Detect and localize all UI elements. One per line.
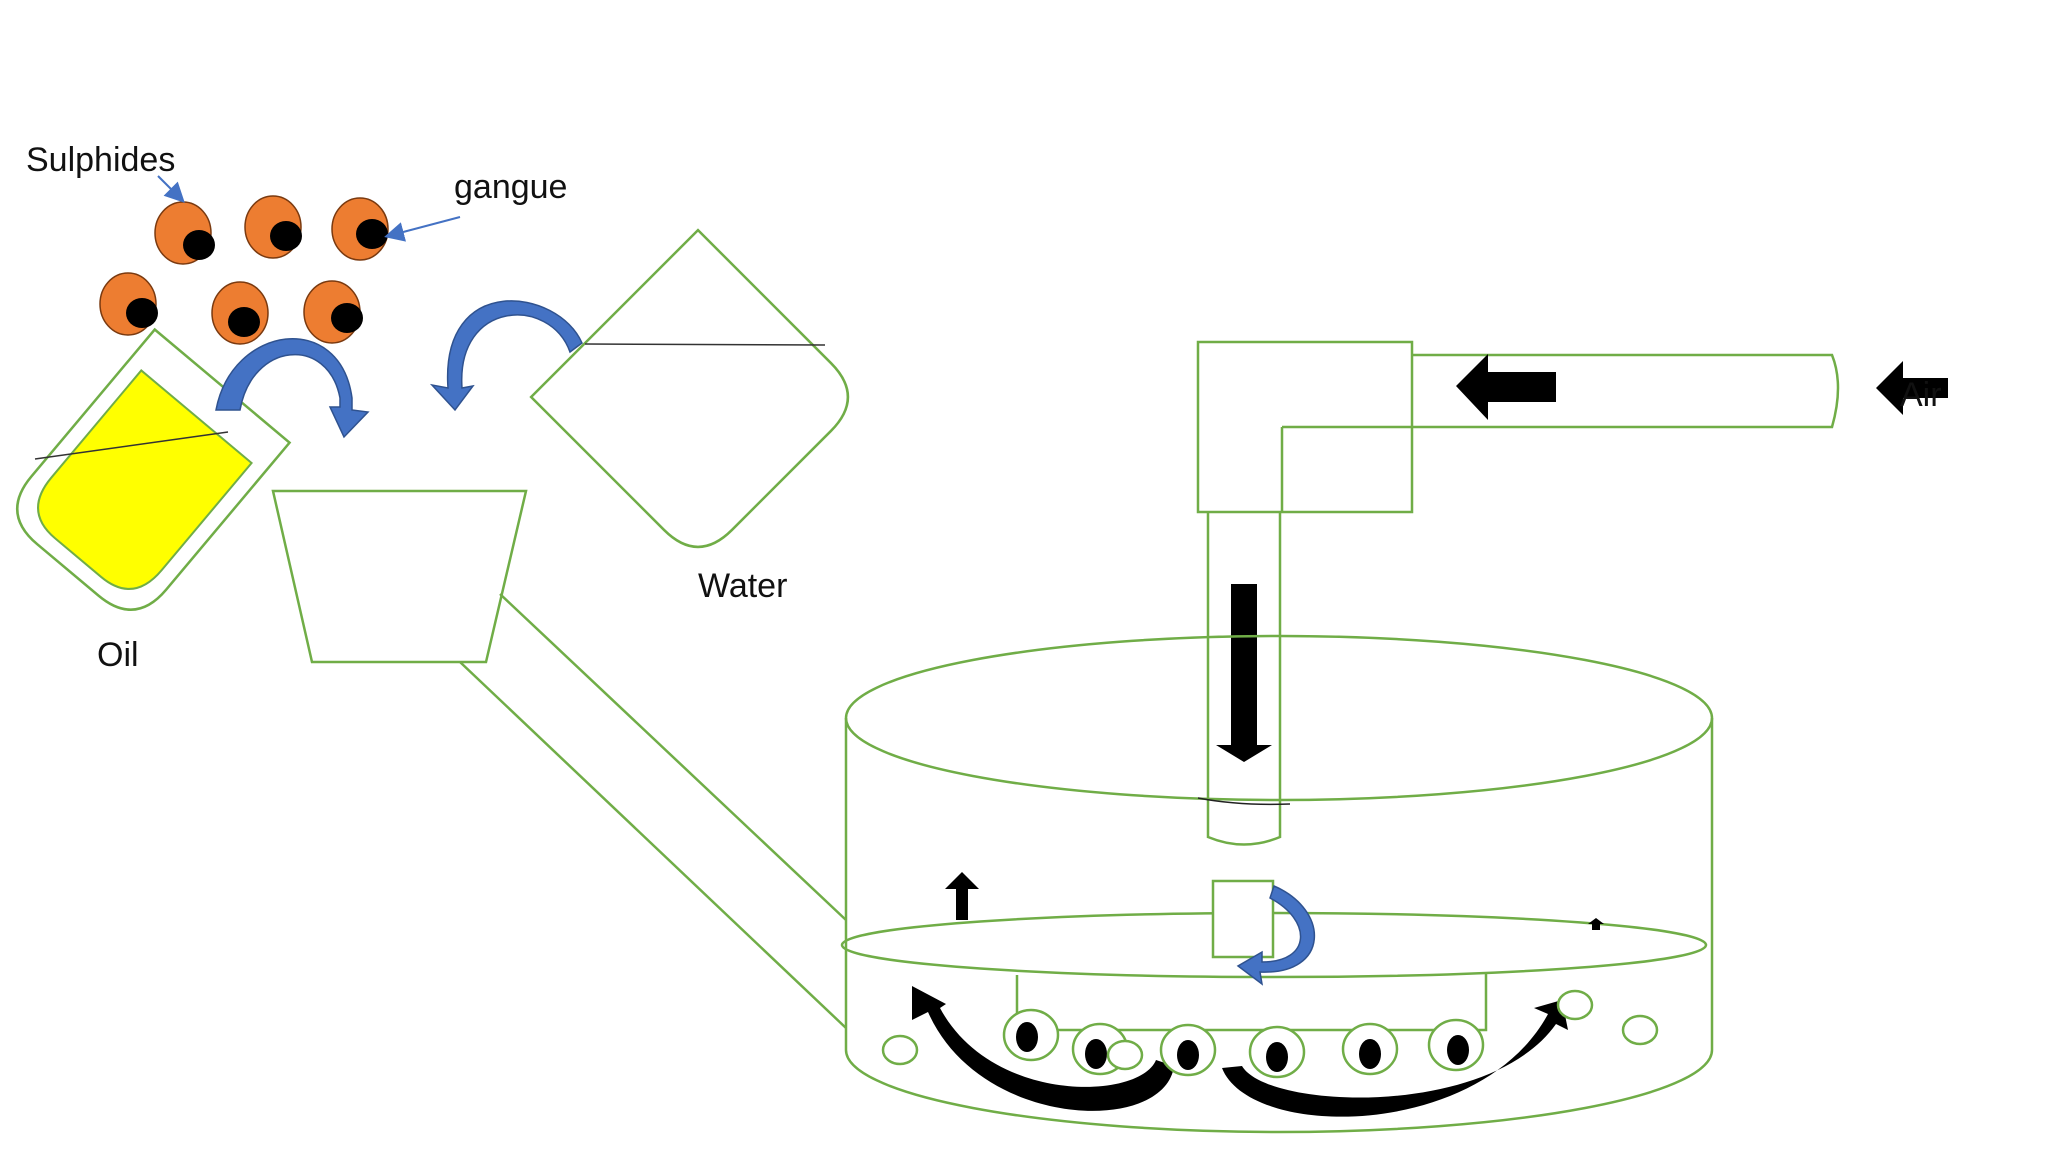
bubble-particle <box>1002 1008 1060 1062</box>
bubble-particle <box>1427 1018 1485 1072</box>
circulation-arrow-left <box>912 986 1174 1111</box>
sulphides-pointer <box>157 175 185 203</box>
gangue-pointer <box>384 216 461 242</box>
oil-level-line <box>34 431 229 460</box>
stirrer-box <box>1211 879 1275 959</box>
sulphides-label: Sulphides <box>26 141 176 179</box>
ore-particle <box>331 197 389 261</box>
blue-curved-arrow-water <box>429 300 583 412</box>
air-pipe <box>1196 340 1840 846</box>
air-arrow-right <box>1876 361 1948 415</box>
gangue-label: gangue <box>454 168 568 206</box>
feed-hopper <box>271 489 528 664</box>
bubble-particle <box>1248 1025 1306 1079</box>
bubble-particle <box>1159 1023 1217 1077</box>
ore-particle <box>211 281 269 345</box>
chute-upper-edge <box>499 593 847 921</box>
water-level-line <box>584 343 826 346</box>
water-beaker <box>529 228 850 549</box>
oil-label: Oil <box>97 636 139 674</box>
air-label: Air <box>1900 376 1942 414</box>
air-arrow-left <box>1456 354 1556 420</box>
ore-particle <box>99 272 158 336</box>
bubbles-with-particles <box>1002 1008 1485 1079</box>
stirrer-rotation-arrow <box>1236 884 1315 986</box>
empty-bubbles <box>881 989 1659 1071</box>
bubble-particle <box>1341 1022 1399 1076</box>
ore-particles <box>99 195 389 345</box>
ore-particle <box>244 195 302 259</box>
oil-beaker <box>16 327 292 611</box>
froth-up-arrow <box>945 872 979 920</box>
tank-water-line <box>1197 797 1291 806</box>
air-arrow-down <box>1216 536 1272 762</box>
froth-up-arrow-small <box>1588 918 1604 930</box>
ore-particle <box>154 201 215 265</box>
blue-curved-arrow-oil <box>215 338 370 439</box>
ore-particle <box>303 280 363 344</box>
water-label: Water <box>698 567 788 605</box>
chute-lower-edge <box>459 661 847 1029</box>
